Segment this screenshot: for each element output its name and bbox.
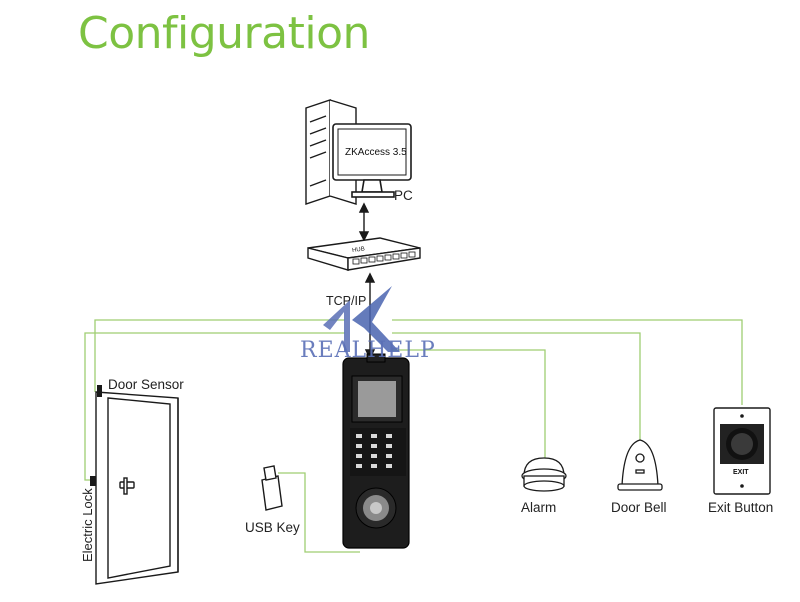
wire-door-sensor	[94, 319, 345, 392]
pc-monitor	[332, 123, 412, 198]
wiring	[84, 319, 743, 553]
pc-label: PC	[394, 188, 413, 203]
software-label: ZKAccess 3.5	[345, 147, 407, 158]
exit-button-label: Exit Button	[708, 500, 774, 515]
page-title: Configuration	[78, 8, 370, 59]
access-control-terminal	[342, 353, 410, 549]
wire-alarm	[392, 349, 546, 458]
wire-exit-button	[392, 319, 743, 405]
switch-label: HUB	[352, 246, 365, 254]
wire-door-bell	[392, 332, 641, 440]
watermark-text: REALHELP	[300, 338, 436, 363]
wire-usb-key	[278, 472, 360, 553]
alarm-label: Alarm	[521, 500, 557, 515]
watermark-logo	[323, 286, 400, 352]
door-bell-label: Door Bell	[611, 500, 667, 515]
network-switch	[307, 237, 421, 271]
door-sensor-label: Door Sensor	[108, 377, 184, 392]
door-sensor-device	[97, 385, 102, 397]
usb-key	[261, 465, 283, 511]
door-bell	[617, 439, 663, 491]
tcpip-label: TCP/IP	[326, 294, 367, 308]
electric-lock-label: Electric Lock	[80, 488, 95, 562]
link-pc-hub-arrow	[358, 202, 370, 242]
door	[95, 391, 179, 585]
electric-lock-device	[90, 476, 96, 486]
exit-plate-label: EXIT	[733, 469, 749, 476]
alarm	[521, 457, 567, 492]
usb-key-label: USB Key	[245, 520, 300, 535]
exit-button-device	[713, 407, 771, 495]
